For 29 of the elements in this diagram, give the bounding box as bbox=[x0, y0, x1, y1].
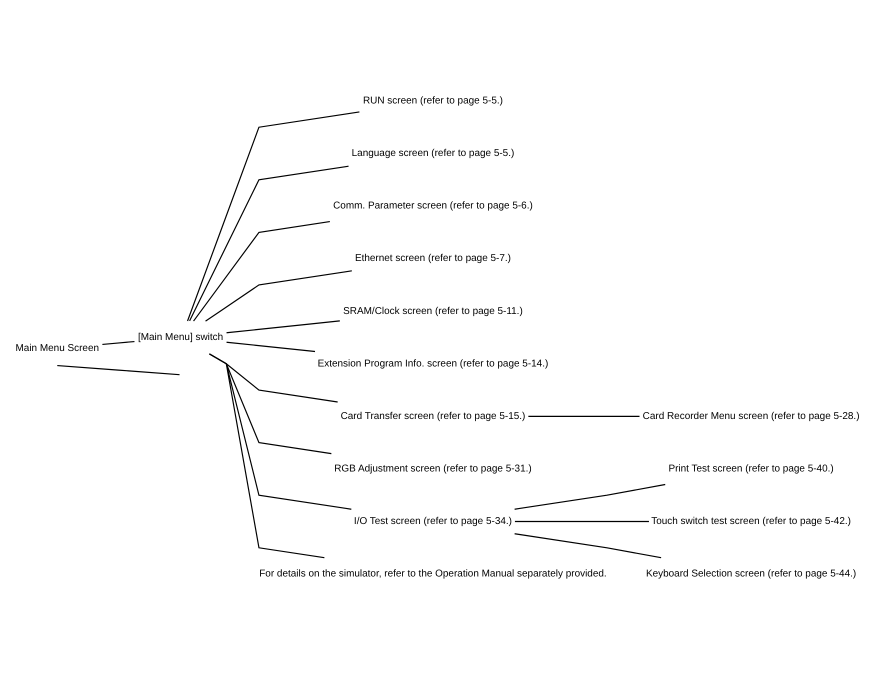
node-text: Main Menu Screen bbox=[16, 342, 100, 354]
node-text: For details on the simulator, refer to the Operation Manual separately provided. bbox=[259, 568, 607, 580]
node-text: Extension Program Info. screen (refer to page 5-14.) bbox=[318, 358, 548, 370]
node-text: Ethernet screen (refer to page 5-7.) bbox=[354, 253, 511, 264]
node-text: [Main Menu] switch bbox=[138, 332, 224, 344]
connector bbox=[226, 320, 340, 334]
node-text: I/O Test screen (refer to page 5-34.) bbox=[354, 516, 512, 528]
node-text: Comm. Parameter screen (refer to page 5-6.) bbox=[333, 200, 533, 212]
node-text: Keyboard Selection screen (refer to page 5-44.) bbox=[646, 568, 856, 580]
connector bbox=[193, 221, 330, 322]
connector bbox=[189, 166, 349, 322]
node-text: Card Recorder Menu screen (refer to page 5-28.) bbox=[642, 410, 860, 422]
connector bbox=[205, 270, 352, 322]
connector bbox=[514, 484, 666, 510]
node-text: SRAM/Clock screen (refer to page 5-11.) bbox=[343, 306, 523, 317]
connector bbox=[186, 111, 360, 322]
connector bbox=[57, 365, 180, 376]
node-text: RGB Adjustment screen (refer to page 5-31.) bbox=[334, 463, 532, 474]
connector bbox=[514, 533, 662, 558]
connector bbox=[102, 340, 135, 345]
connector bbox=[226, 342, 316, 352]
node-text: Touch switch test screen (refer to page 5-42.) bbox=[651, 516, 851, 528]
node-text: Card Transfer screen (refer to page 5-15.) bbox=[340, 410, 526, 422]
node-text: Print Test screen (refer to page 5-40.) bbox=[668, 463, 834, 474]
connector bbox=[514, 520, 649, 522]
node-text: Language screen (refer to page 5-5.) bbox=[352, 148, 514, 160]
connector bbox=[209, 353, 324, 558]
connector bbox=[528, 416, 640, 417]
node-text: RUN screen (refer to page 5-5.) bbox=[362, 95, 503, 106]
